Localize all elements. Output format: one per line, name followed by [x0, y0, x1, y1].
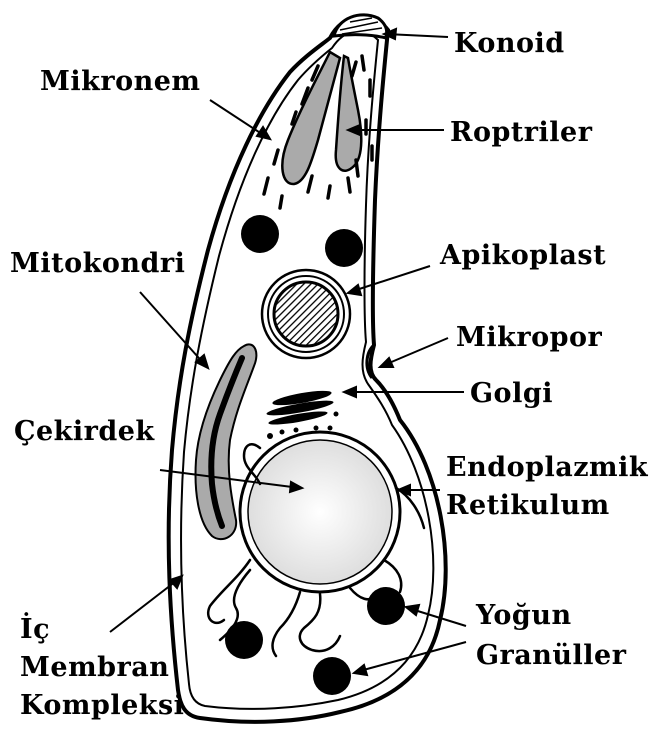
label-apikoplast: Apikoplast: [439, 240, 606, 271]
conoid: [334, 15, 387, 38]
label-mikropor: Mikropor: [456, 322, 602, 353]
label-cekirdek: Çekirdek: [14, 416, 155, 447]
nucleus: [240, 432, 400, 592]
label-konoid: Konoid: [454, 28, 565, 59]
label-roptriler: Roptriler: [450, 117, 593, 148]
label-ic-line3: Kompleksi: [20, 690, 184, 721]
apicoplast: [262, 270, 350, 358]
label-endoplazmik-line2: Retikulum: [446, 490, 610, 521]
label-ic-line1: İç: [20, 611, 50, 645]
label-mikronem: Mikronem: [40, 66, 200, 97]
label-endoplazmik-line1: Endoplazmik: [446, 452, 649, 483]
label-mitokondri: Mitokondri: [10, 248, 185, 279]
label-yogun-line1: Yoğun: [475, 600, 572, 631]
label-golgi: Golgi: [470, 378, 553, 409]
label-ic-line2: Membran: [20, 652, 169, 683]
label-yogun-line2: Granüller: [476, 640, 627, 671]
